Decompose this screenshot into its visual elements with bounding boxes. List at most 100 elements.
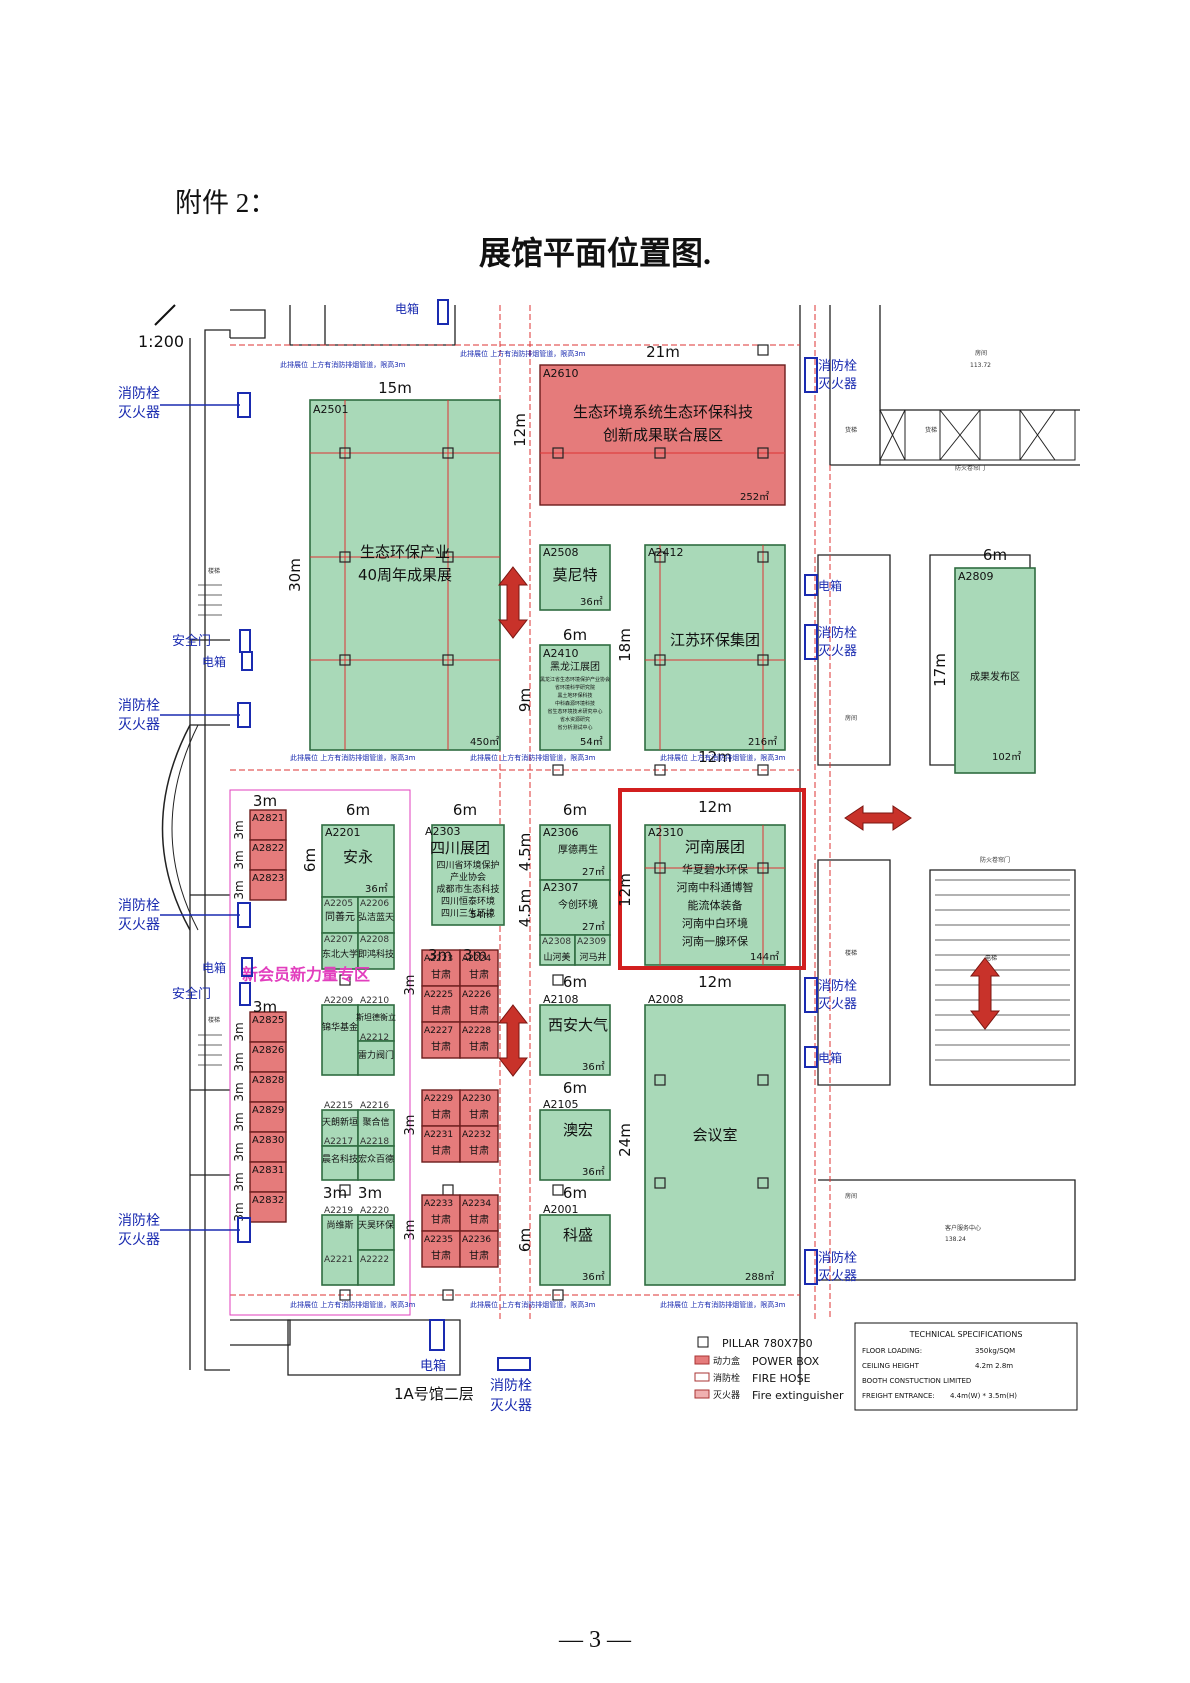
svg-text:楼梯: 楼梯 [208,567,220,575]
dim-a2310-h: 12m [616,873,634,907]
svg-text:电箱: 电箱 [420,1358,446,1374]
beam-note-3: 此排展位 上方有消防排烟管道，限高3m [290,753,416,762]
label-a2206-id: A2206 [360,899,389,909]
label-a2220-name: 天昊环保 [358,1219,394,1231]
label-a2307-id: A2307 [543,881,579,894]
label-a2217-id: A2217 [324,1137,353,1147]
svg-text:货梯: 货梯 [925,426,937,434]
attachment-label: 附件 2： [175,188,277,218]
gansu-booths: A2223甘肃A2224甘肃A2225甘肃A2226甘肃A2227甘肃A2228… [403,949,499,1268]
dim-2219-a: 3m [323,1184,347,1202]
dim-a2306-h: 4.5m [516,833,534,871]
label-a2001-area: 36㎡ [582,1271,605,1283]
label-a2217-name: 晨名科技 [322,1153,358,1165]
electric-box-right-2: 电箱 [804,1046,842,1068]
label-a2307-name: 今创环境 [558,898,598,911]
svg-text:灭火器: 灭火器 [818,644,857,659]
booth-a2309 [574,934,611,966]
label-a2209-name: 锦华基金 [322,1021,358,1033]
henan-member-2: 河南中科通博智 [677,880,754,894]
label-a2809-name: 成果发布区 [970,670,1020,683]
label-a2226-name: 甘肃 [469,1004,489,1017]
tech-title: TECHNICAL SPECIFICATIONS [909,1330,1023,1339]
label-a2610-name: 生态环境系统生态环保科技 [573,403,753,421]
label-a2823-id: A2823 [252,873,284,884]
dim-a2306-w: 6m [563,801,587,819]
svg-text:4.4m(W) * 3.5m(H): 4.4m(W) * 3.5m(H) [950,1392,1017,1400]
label-a2410-name: 黑龙江展团 [550,660,600,673]
dim-a2201-w: 6m [346,801,370,819]
label-a2206-name: 弘洁蓝天 [358,911,394,923]
label-a2303-id: A2303 [425,825,461,838]
traffic-arrows [497,566,1001,1077]
label-a2826-id: A2826 [252,1045,284,1056]
legend-ext-cn: 灭火器 [713,1390,740,1401]
label-a2229-id: A2229 [424,1094,453,1104]
dim-red-h: 3m [232,1172,246,1191]
label-a2309-id: A2309 [577,937,606,947]
label-a2234-name: 甘肃 [469,1213,489,1226]
grid-lines [229,305,831,1320]
fire-hydrant-marker-3: 消防栓 灭火器 [118,898,251,933]
dim-red-h: 3m [232,1082,246,1101]
heilongjiang-member: 省生态环境技术研究中心 [547,708,602,715]
label-a2809-id: A2809 [958,570,994,583]
label-a2105-area: 36㎡ [582,1166,605,1178]
booth-a2228 [459,1021,499,1059]
dim-gansu-h: 3m [403,1115,418,1136]
svg-text:房间: 房间 [845,1192,857,1200]
label-a2207-name: 东北大学 [322,948,358,960]
beam-note-6: 此排展位 上方有消防排烟管道，限高3m [290,1300,416,1309]
label-a2309-name: 河马井 [579,951,606,963]
label-a2231-name: 甘肃 [431,1144,451,1157]
henan-member-5: 河南一腺环保 [682,934,748,948]
svg-text:灭火器: 灭火器 [818,997,857,1012]
booth-a2303 [431,824,505,926]
arrow-vertical-3 [969,957,1001,1030]
dim-a2410-w: 6m [563,626,587,644]
dim-a2001-w: 6m [563,1184,587,1202]
henan-member-3: 能流体装备 [688,898,743,912]
label-a2207-id: A2207 [324,935,353,945]
label-a2234-id: A2234 [462,1199,491,1209]
arrow-vertical-2 [497,1004,529,1077]
electric-box-top: 电箱 [395,299,449,325]
booths [309,364,1036,1286]
svg-text:灭火器: 灭火器 [490,1398,532,1414]
svg-text:房间: 房间 [845,714,857,722]
room-labels: 房间 113.72 客户服务中心 138.24 防火卷帘门 防火卷帘门 楼梯 楼… [208,349,1010,1243]
dim-a2610-w: 21m [646,343,680,361]
henan-member-4: 河南中白环境 [682,916,748,930]
beam-note-8: 此排展位 上方有消防排烟管道，限高3m [660,1300,786,1309]
henan-member-1: 华夏碧水环保 [682,862,748,876]
booth-a2610 [539,364,786,506]
dim-red-h: 3m [232,880,246,899]
label-a2829-id: A2829 [252,1105,284,1116]
svg-text:电箱: 电箱 [202,960,226,975]
svg-text:消防栓: 消防栓 [818,625,857,641]
label-a2220-id: A2220 [360,1206,389,1216]
legend-power-cn: 动力盒 [713,1355,740,1367]
electric-box-2: 电箱 [202,957,253,977]
label-a2108-id: A2108 [543,993,579,1006]
label-a2306-id: A2306 [543,826,579,839]
label-a2215-name: 天朗新垣 [322,1116,358,1128]
sichuan-member: 产业协会 [450,871,486,883]
safety-exit-2: 安全门 [172,982,251,1006]
pillars [310,344,785,1301]
label-a2233-id: A2233 [424,1199,453,1209]
label-a2223-name: 甘肃 [431,968,451,981]
dim-gansu-b: 3m [463,946,487,964]
label-a2222-id: A2222 [360,1255,389,1265]
svg-text:客户服务中心: 客户服务中心 [945,1224,981,1232]
label-a2822-id: A2822 [252,843,284,854]
booth-a2410 [539,644,611,751]
arrow-vertical-1 [497,566,529,639]
beam-notes: 此排展位 上方有消防排烟管道，限高3m 此排展位 上方有消防排烟管道，限高3m … [280,349,786,1309]
beam-note-7: 此排展位 上方有消防排烟管道，限高3m [470,1300,596,1309]
svg-text:楼梯: 楼梯 [845,949,857,957]
label-a2223-id: A2223 [424,954,453,964]
beam-note-1: 此排展位 上方有消防排烟管道，限高3m [280,360,406,369]
label-a2832-id: A2832 [252,1195,284,1206]
